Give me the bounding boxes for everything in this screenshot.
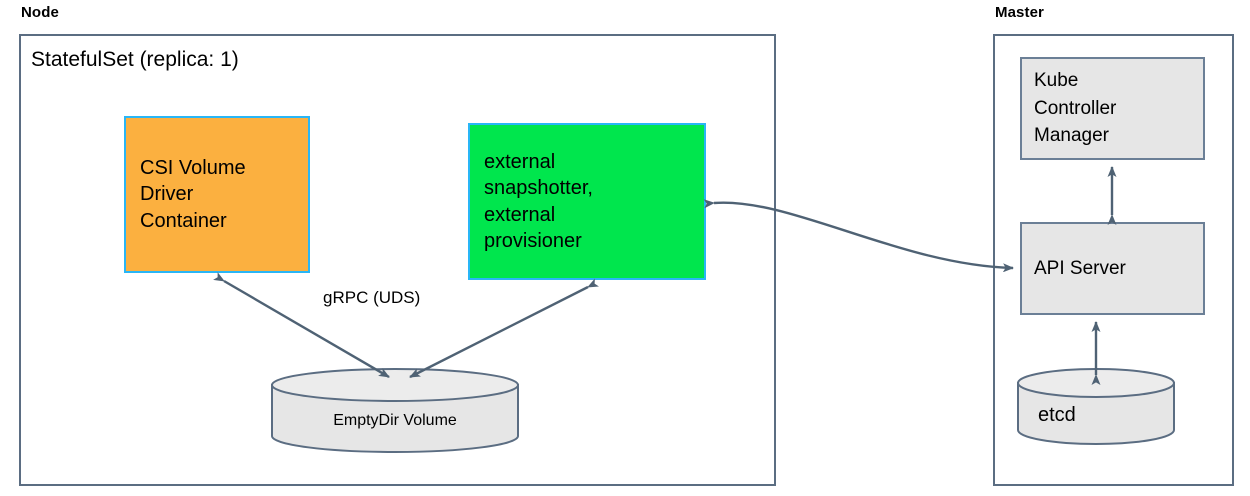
emptydir-volume-label: EmptyDir Volume: [333, 412, 457, 429]
external-sidecars-line-3: external: [484, 203, 556, 226]
emptydir-volume-cylinder[interactable]: EmptyDir Volume: [270, 368, 520, 453]
master-group-label: Master: [995, 4, 1044, 21]
csi-driver-line-2: Driver: [140, 183, 194, 206]
external-sidecars-box[interactable]: external snapshotter, external provision…: [468, 123, 706, 280]
csi-driver-line-1: CSI Volume: [140, 156, 246, 179]
external-sidecars-line-1: external: [484, 150, 556, 173]
api-server-box[interactable]: API Server: [1020, 222, 1205, 315]
kube-controller-manager-line-2: Controller: [1034, 97, 1117, 119]
api-server-label: API Server: [1034, 257, 1126, 279]
etcd-label: etcd: [1038, 404, 1076, 426]
csi-driver-line-3: Container: [140, 209, 227, 232]
node-group-label: Node: [21, 4, 59, 21]
external-sidecars-line-4: provisioner: [484, 229, 582, 252]
kube-controller-manager-line-1: Kube: [1034, 70, 1079, 92]
statefulset-title: StatefulSet (replica: 1): [31, 48, 239, 71]
external-sidecars-line-2: snapshotter,: [484, 177, 593, 200]
csi-volume-driver-container-box[interactable]: CSI Volume Driver Container: [124, 116, 310, 273]
kube-controller-manager-line-3: Manager: [1034, 125, 1109, 147]
kube-controller-manager-box[interactable]: Kube Controller Manager: [1020, 57, 1205, 160]
etcd-cylinder[interactable]: etcd: [1016, 368, 1176, 446]
emptydir-cylinder-shape: [271, 368, 519, 453]
grpc-uds-edge-label: gRPC (UDS): [323, 288, 421, 307]
